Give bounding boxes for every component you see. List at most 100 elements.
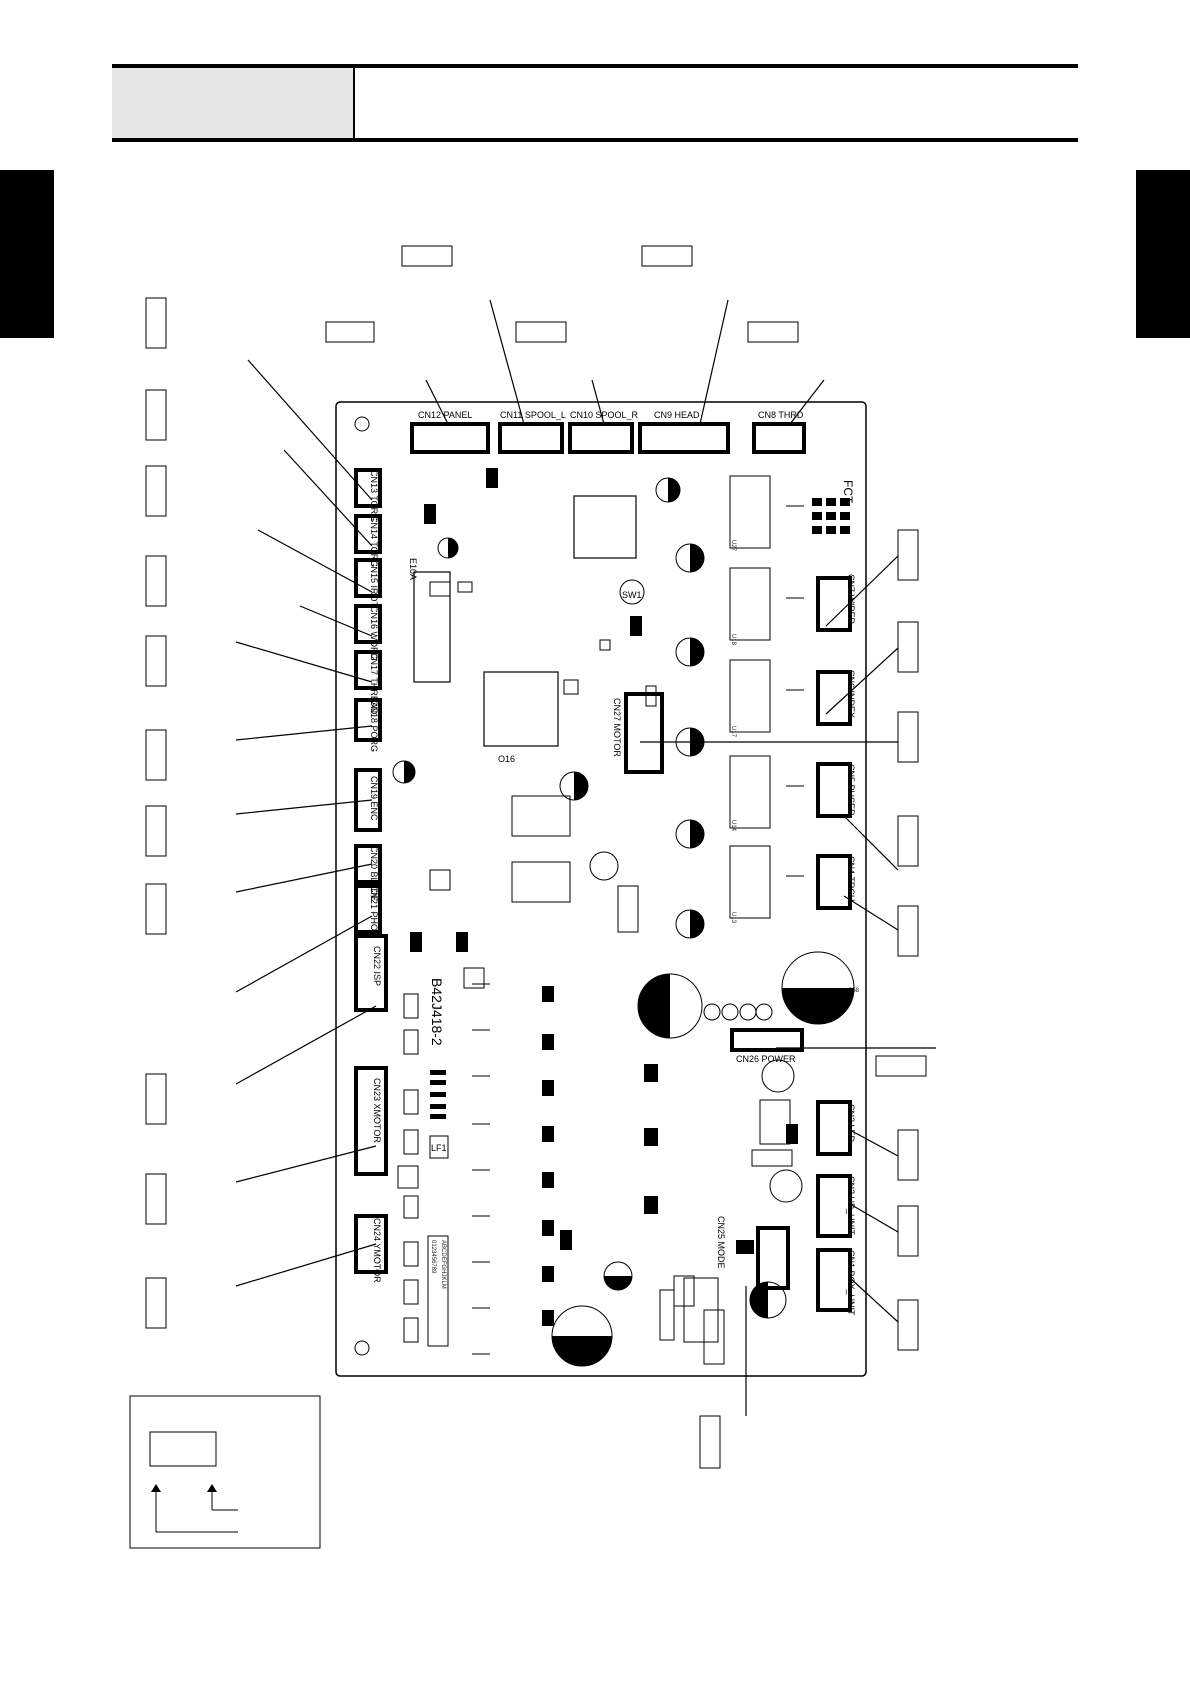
callout-box-c bbox=[325, 321, 375, 343]
connector-cn19 bbox=[354, 768, 382, 832]
cpu-chip bbox=[483, 671, 559, 747]
right-callout-box bbox=[897, 905, 919, 957]
connector-cn14-label: CN14 TORG bbox=[369, 516, 379, 567]
smd-ic bbox=[456, 932, 468, 952]
diode bbox=[403, 1129, 419, 1155]
diode bbox=[403, 1029, 419, 1055]
callout-box-e bbox=[747, 321, 799, 343]
connector-cn7-label: CN7 WIPER bbox=[846, 574, 856, 625]
left-callout-box bbox=[145, 297, 167, 349]
left-callout-box bbox=[145, 1277, 167, 1329]
connector-cn3-label: CN3 LED bbox=[846, 1104, 856, 1143]
connector-cn27-label: CN27 MOTOR bbox=[612, 698, 622, 757]
grid-letters: ABCDEFGHJKLM bbox=[440, 1240, 446, 1289]
transistor bbox=[542, 1034, 554, 1050]
lf-label: LF1 bbox=[431, 1143, 447, 1153]
led bbox=[721, 1003, 739, 1021]
connector-cn15 bbox=[354, 558, 382, 598]
capacitor bbox=[619, 579, 645, 605]
callout-box-f bbox=[875, 1055, 927, 1077]
leader-line bbox=[849, 1129, 899, 1157]
capacitor-fill bbox=[750, 1282, 768, 1318]
test-pad bbox=[826, 512, 836, 520]
diode bbox=[403, 1089, 419, 1115]
capacitor-fill bbox=[782, 988, 854, 1024]
connector-cn18-label: CN18 PORG bbox=[369, 700, 379, 752]
connector-cn20 bbox=[354, 844, 382, 884]
misc-components bbox=[397, 581, 695, 1341]
connector-cn26 bbox=[730, 1028, 804, 1052]
leader-line bbox=[849, 1277, 899, 1323]
right-callout-box bbox=[897, 815, 919, 867]
left-callout-box bbox=[145, 635, 167, 687]
legend-box bbox=[129, 1395, 321, 1549]
connector-cn12-label: CN12 PANEL bbox=[418, 410, 472, 420]
connector-cn13 bbox=[354, 468, 382, 508]
mid-label: O16 bbox=[498, 754, 515, 764]
transistor bbox=[542, 986, 554, 1002]
page-header bbox=[112, 64, 1078, 142]
capacitor-fill bbox=[404, 761, 415, 783]
test-pad bbox=[840, 526, 850, 534]
leader-line bbox=[247, 359, 373, 501]
connector-cn17 bbox=[354, 650, 382, 690]
driver-ic-u13 bbox=[729, 845, 771, 919]
connector-cn9-label: CN9 HEAD bbox=[654, 410, 700, 420]
connector-cn24-label: CN24 YMOTOR bbox=[372, 1218, 382, 1283]
callout-box-b bbox=[641, 245, 693, 267]
left-callout-boxes bbox=[145, 297, 167, 1329]
integrated-circuits: E10A O16 U27 U18 U17 U14 U13 bbox=[408, 468, 798, 1250]
connector-cn3 bbox=[816, 1100, 852, 1156]
leader-line bbox=[257, 529, 373, 593]
transistor bbox=[644, 1128, 658, 1146]
left-callout-box bbox=[145, 1173, 167, 1225]
callout-box-d bbox=[515, 321, 567, 343]
left-callout-box bbox=[145, 805, 167, 857]
lf-pad bbox=[430, 1070, 446, 1075]
leader-line bbox=[235, 725, 373, 741]
connector-cn22-label: CN22 ISP bbox=[372, 946, 382, 986]
ic-label: U27 bbox=[730, 540, 736, 552]
transistor bbox=[542, 1266, 554, 1282]
right-connector-column: CN7 WIPER CN6 INDEX CN5 PUSER CN4 TRCH C… bbox=[816, 574, 856, 1316]
mounting-hole bbox=[354, 416, 370, 432]
bottom-callout-box bbox=[699, 1415, 721, 1469]
leader-line bbox=[235, 863, 373, 893]
connector-cn26-label: CN26 POWER bbox=[736, 1054, 796, 1064]
driver-ic-u18 bbox=[729, 567, 771, 641]
connector-cn24 bbox=[354, 1214, 388, 1274]
driver-ic-u14 bbox=[729, 755, 771, 829]
component bbox=[403, 1195, 419, 1219]
connector-cn4 bbox=[816, 854, 852, 910]
leader-line bbox=[299, 605, 373, 637]
smd-ic bbox=[486, 468, 498, 488]
left-callout-box bbox=[145, 1073, 167, 1125]
board-id-label: B42J418-2 bbox=[429, 978, 445, 1046]
grid-digits: 0123456789 bbox=[430, 1240, 436, 1274]
leader-line bbox=[843, 815, 899, 871]
connector-cn16-label: CN16 WORG bbox=[369, 606, 379, 661]
ic-label: U17 bbox=[730, 726, 736, 738]
capacitor-fill bbox=[690, 638, 704, 666]
lf-pads bbox=[430, 1070, 446, 1119]
transistor bbox=[542, 1220, 554, 1236]
left-side-tab bbox=[0, 170, 54, 338]
diode bbox=[403, 1241, 419, 1267]
capacitor-fill bbox=[690, 544, 704, 572]
connector-cn21-label: CN21 PHOX bbox=[369, 886, 379, 937]
pcb-board: CN12 PANEL CN11 SPOOL_L CN10 SPOOL_R CN9… bbox=[335, 401, 867, 1377]
lf-pad bbox=[430, 1114, 446, 1119]
legend-arrow-right-head bbox=[207, 1484, 217, 1492]
fct-label: FCT bbox=[841, 480, 855, 504]
leader-line bbox=[235, 1243, 377, 1287]
connector-cn14 bbox=[354, 514, 382, 554]
connector-cn12 bbox=[410, 422, 490, 454]
component bbox=[457, 581, 473, 593]
test-pad bbox=[840, 498, 850, 506]
leader-line bbox=[235, 915, 373, 993]
component bbox=[599, 639, 611, 651]
leader-line bbox=[699, 299, 729, 425]
transistor bbox=[542, 1172, 554, 1188]
connector-cn6 bbox=[816, 670, 852, 726]
connector-cn13-label: CN13 TORG bbox=[369, 470, 379, 521]
